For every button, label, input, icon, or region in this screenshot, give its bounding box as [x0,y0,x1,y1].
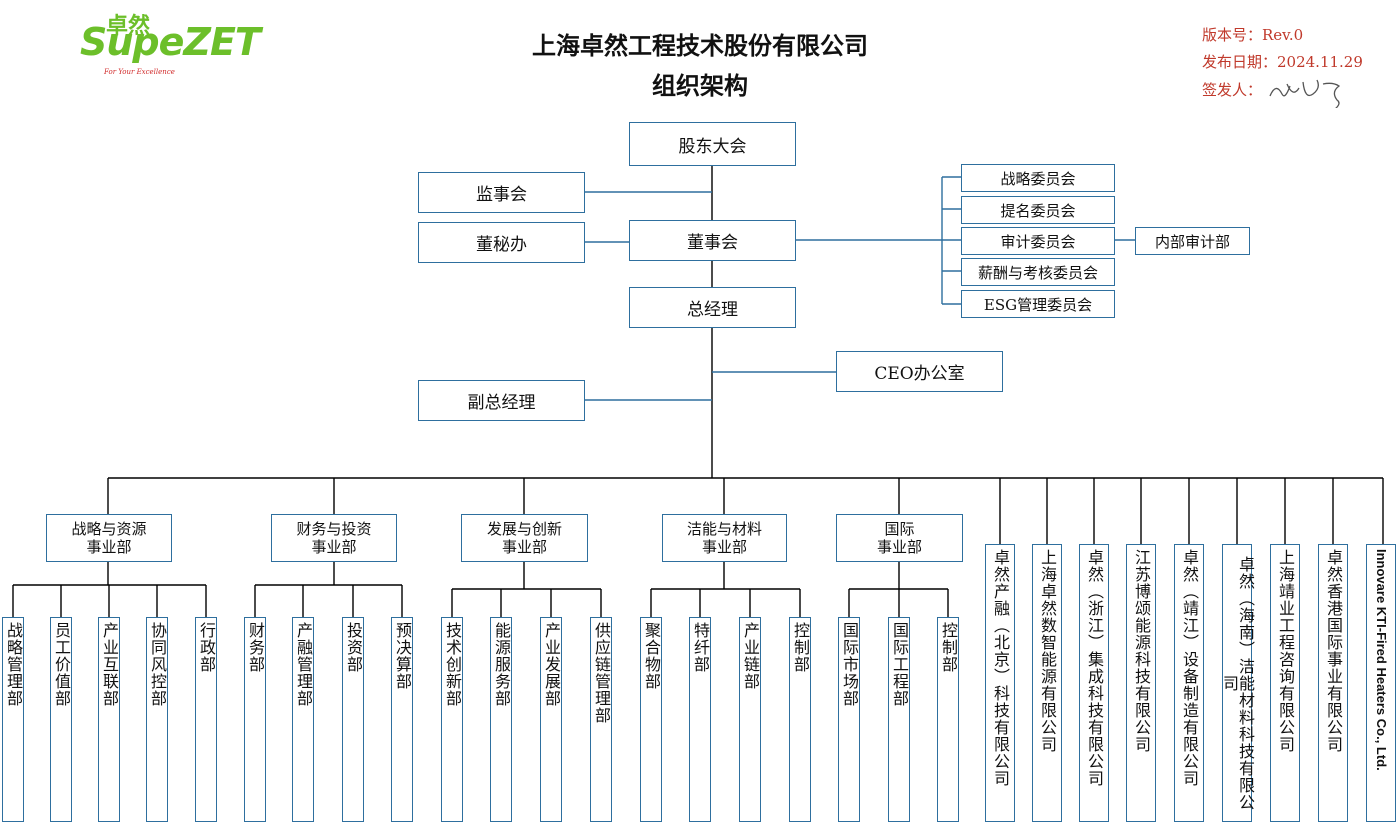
subsidiary-innovare-kti: Innovare KTI-Fired Heaters Co., Ltd. [1366,544,1396,822]
subsidiary-jingye-consulting: 上海靖业工程咨询有限公司 [1270,544,1300,822]
division-international: 国际 事业部 [836,514,963,562]
dept-risk-control: 协同风控部 [146,617,168,822]
dept-supply-chain: 供应链管理部 [590,617,612,822]
dept-budget: 预决算部 [391,617,413,822]
committee-audit: 审计委员会 [961,227,1115,255]
ceo-office: CEO办公室 [836,351,1003,392]
page-title: 上海卓然工程技术股份有限公司 [532,31,868,60]
dept-international-market: 国际市场部 [838,617,860,822]
division-finance-investment: 财务与投资 事业部 [271,514,397,562]
company-logo: SupeZET [80,20,261,64]
dept-polymer: 聚合物部 [640,617,662,822]
general-manager: 总经理 [629,287,796,328]
division-clean-energy-materials: 洁能与材料 事业部 [662,514,787,562]
subsidiary-beijing: 卓然产融（北京）科技有限公司 [985,544,1015,822]
dept-special-fiber: 特纤部 [689,617,711,822]
dept-investment: 投资部 [342,617,364,822]
dept-industry-chain: 产业链部 [739,617,761,822]
division-strategy-resources: 战略与资源 事业部 [46,514,172,562]
dept-control-2: 控制部 [937,617,959,822]
subsidiary-digital-energy: 上海卓然数智能源有限公司 [1032,544,1062,822]
dept-industry-development: 产业发展部 [540,617,562,822]
board-of-directors: 董事会 [629,220,796,261]
committee-strategy: 战略委员会 [961,164,1115,192]
dept-international-engineering: 国际工程部 [888,617,910,822]
dept-employee-value: 员工价值部 [50,617,72,822]
dept-tech-innovation: 技术创新部 [441,617,463,822]
subsidiary-jingjiang: 卓然（靖江）设备制造有限公司 [1174,544,1204,822]
internal-audit-department: 内部审计部 [1135,227,1250,255]
board-secretary-office: 董秘办 [418,222,585,263]
committee-esg: ESG管理委员会 [961,290,1115,318]
page-subtitle: 组织架构 [652,71,748,100]
dept-industry-finance: 产融管理部 [292,617,314,822]
version-label: 版本号：Rev.0 [1202,26,1304,44]
dept-energy-services: 能源服务部 [490,617,512,822]
dept-industrial-internet: 产业互联部 [98,617,120,822]
dept-finance: 财务部 [244,617,266,822]
deputy-general-manager: 副总经理 [418,380,585,421]
shareholders-meeting: 股东大会 [629,122,796,166]
logo-cn: 卓然 [106,13,151,39]
issuer-signature [1269,79,1341,108]
dept-administration: 行政部 [195,617,217,822]
division-development-innovation: 发展与创新 事业部 [461,514,588,562]
release-date-label: 发布日期：2024.11.29 [1202,53,1363,71]
subsidiary-jiangsu-bosong: 江苏博颂能源科技有限公司 [1126,544,1156,822]
dept-strategy-management: 战略管理部 [2,617,24,822]
committee-compensation: 薪酬与考核委员会 [961,258,1115,286]
supervisory-board: 监事会 [418,172,585,213]
committee-nomination: 提名委员会 [961,196,1115,224]
logo-tagline: For Your Excellence [104,68,175,76]
issuer-label: 签发人： [1202,81,1263,99]
subsidiary-hongkong: 卓然香港国际事业有限公司 [1318,544,1348,822]
subsidiary-hainan: 卓然（海南）洁能材料科技有限公司 [1220,544,1255,822]
subsidiary-zhejiang: 卓然（浙江）集成科技有限公司 [1079,544,1109,822]
dept-control-1: 控制部 [789,617,811,822]
